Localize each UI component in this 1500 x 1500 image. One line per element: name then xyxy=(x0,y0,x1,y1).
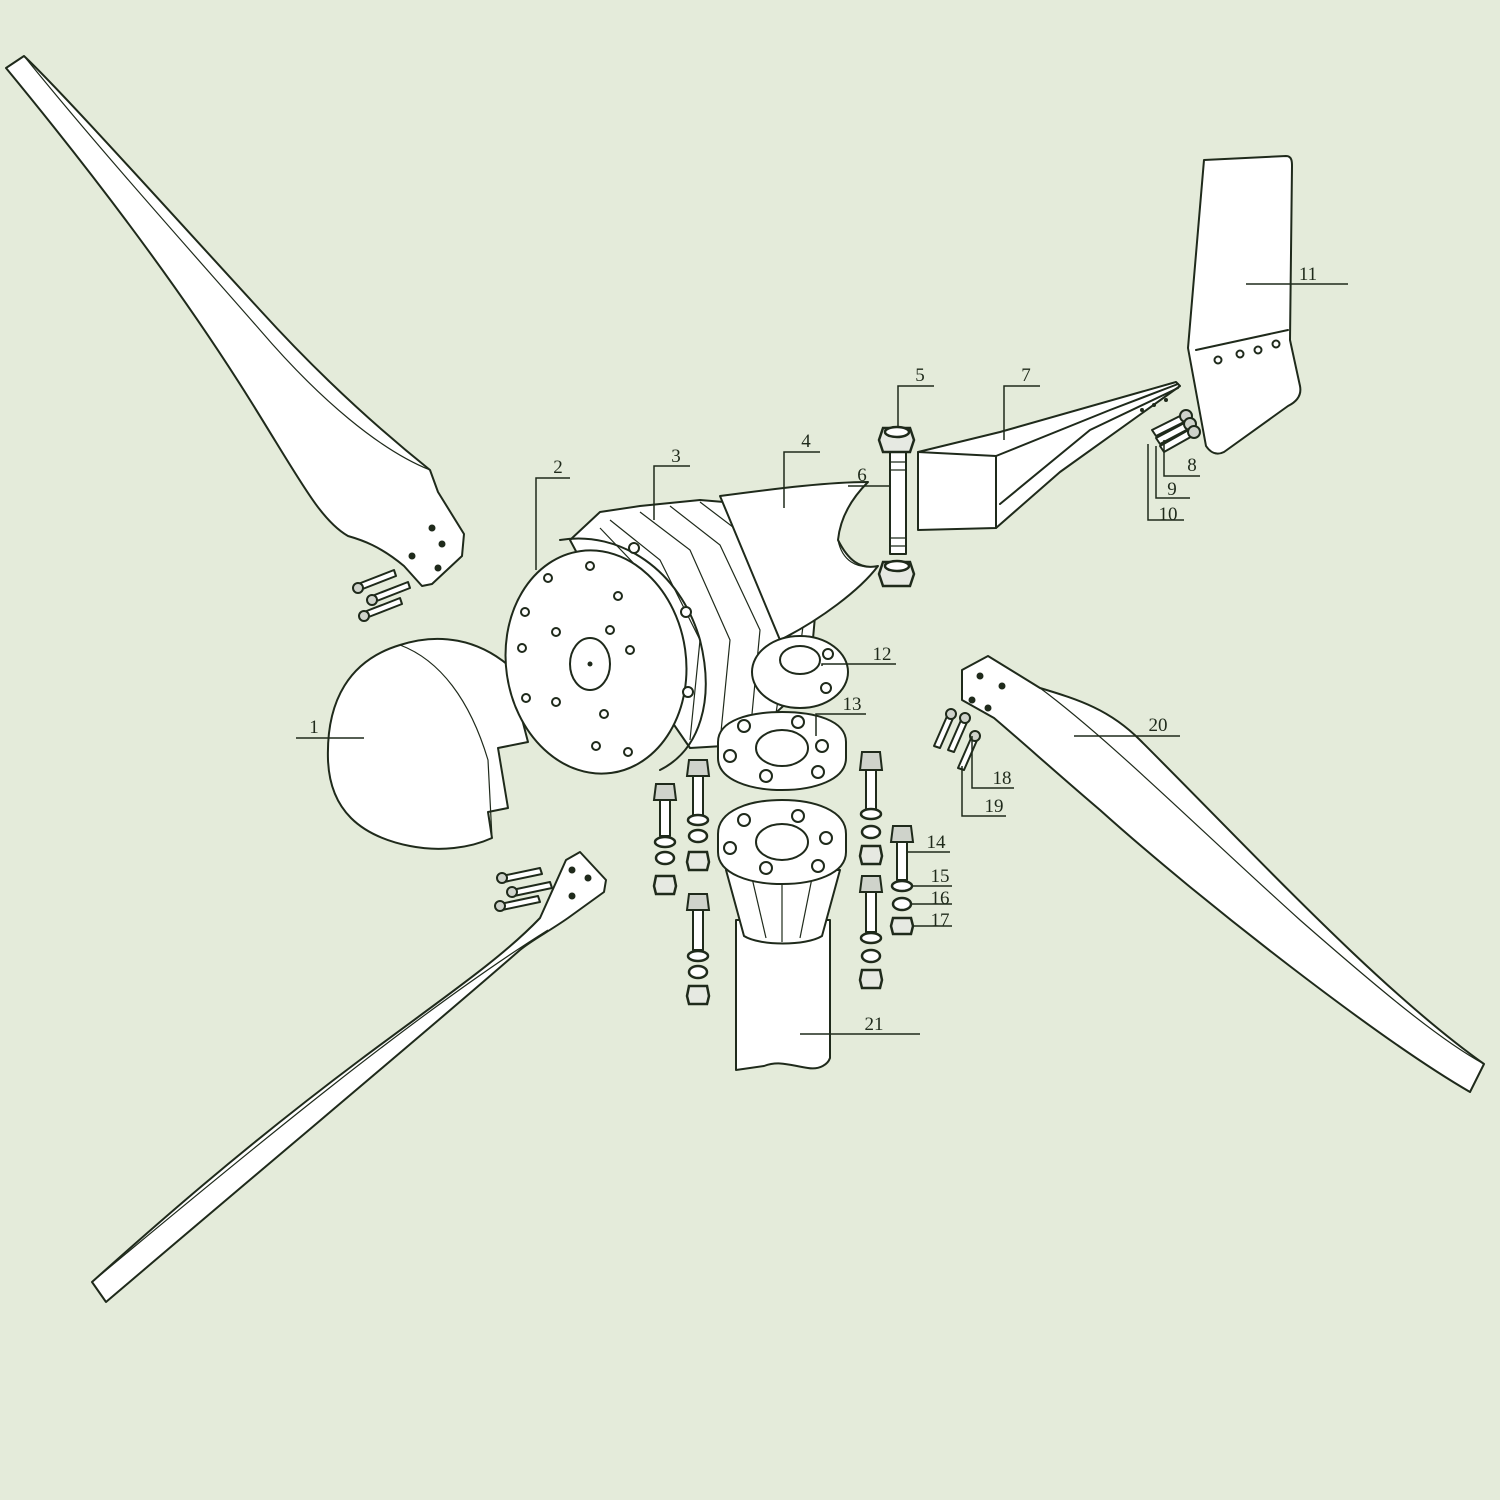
tail-boom xyxy=(917,381,1181,531)
callout-2: 2 xyxy=(553,457,563,478)
nose-cone xyxy=(326,637,529,850)
tail-fin xyxy=(1187,155,1302,455)
callout-3: 3 xyxy=(671,446,681,467)
tail-bolts xyxy=(1151,409,1201,453)
blade-upper-left xyxy=(5,55,465,587)
bolt-stack-right-3 xyxy=(858,875,884,990)
bolt-stack-left-2 xyxy=(685,759,711,872)
bolt-stack-right-2 xyxy=(889,825,915,936)
tower xyxy=(717,799,847,1071)
callout-5: 5 xyxy=(915,365,925,386)
callout-10: 10 xyxy=(1159,504,1178,525)
pivot-shaft xyxy=(877,425,916,588)
callout-labels: 1 2 3 4 5 6 7 8 9 10 11 12 13 14 15 16 1… xyxy=(309,264,1317,1035)
callout-17: 17 xyxy=(931,910,950,931)
blade-bolts-lower-left xyxy=(494,867,553,912)
callout-19: 19 xyxy=(985,796,1004,817)
blade-lower-left xyxy=(91,851,607,1303)
callout-20: 20 xyxy=(1149,715,1168,736)
callout-13: 13 xyxy=(843,694,862,715)
callout-4: 4 xyxy=(801,431,811,452)
callout-16: 16 xyxy=(931,888,950,909)
callout-21: 21 xyxy=(865,1014,884,1035)
bolt-stack-left-1 xyxy=(652,783,678,896)
callout-7: 7 xyxy=(1021,365,1031,386)
callout-15: 15 xyxy=(931,866,950,887)
top-plate xyxy=(717,711,847,791)
callout-6: 6 xyxy=(857,465,867,486)
yaw-flange xyxy=(751,635,849,709)
callout-12: 12 xyxy=(873,644,892,665)
callout-9: 9 xyxy=(1167,479,1177,500)
callout-14: 14 xyxy=(927,832,947,853)
bolt-stack-right-1 xyxy=(858,751,884,866)
callout-11: 11 xyxy=(1299,264,1317,285)
bolt-stack-left-3 xyxy=(685,893,711,1006)
callout-1: 1 xyxy=(309,717,319,738)
leader-lines xyxy=(296,283,1348,1035)
blade-bolts-upper-left xyxy=(352,569,411,622)
blade-right xyxy=(961,655,1485,1093)
callout-18: 18 xyxy=(993,768,1012,789)
front-disk-holes xyxy=(517,542,694,757)
callout-8: 8 xyxy=(1187,455,1197,476)
